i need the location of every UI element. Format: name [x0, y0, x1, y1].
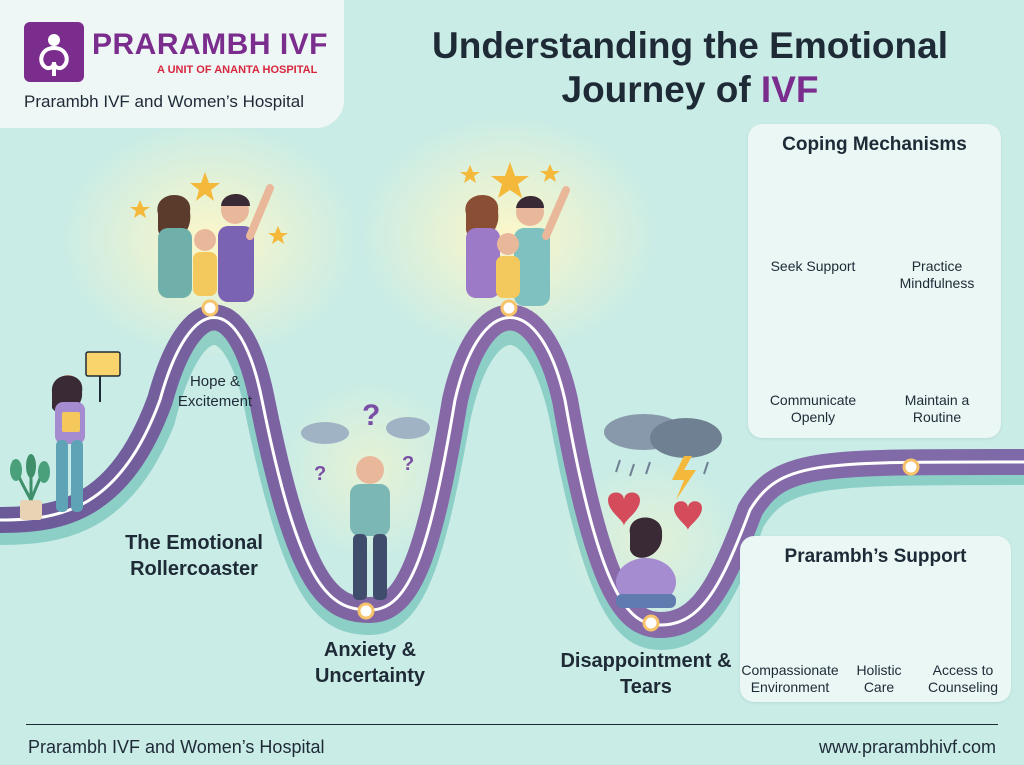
title-line-1: Understanding the Emotional — [432, 25, 948, 66]
track-node — [201, 299, 219, 317]
coping-title: Coping Mechanisms — [782, 134, 967, 155]
page-title: Understanding the Emotional Journey of I… — [370, 24, 1010, 112]
svg-text:?: ? — [362, 399, 380, 432]
coping-panel: Coping Mechanisms — [748, 124, 1001, 438]
title-line-2-prefix: Journey of — [561, 69, 761, 110]
brand-name: PRARAMBH IVF — [92, 28, 328, 61]
svg-text:?: ? — [402, 453, 414, 475]
stage-rollercoaster-label: The Emotional Rollercoaster — [125, 532, 263, 580]
coping-item-seek-support: Seek Support — [770, 258, 856, 274]
footer-hospital-name: Prarambh IVF and Women’s Hospital — [28, 737, 325, 757]
stage-anxiety-label: Anxiety & Uncertainty — [314, 639, 426, 687]
support-item-counseling: Access to Counseling — [927, 662, 999, 695]
crying-woman-icon — [616, 517, 676, 608]
logo-card: PRARAMBH IVF A UNIT OF ANANTA HOSPITAL P… — [0, 0, 344, 128]
footer-website-link[interactable]: www.prarambhivf.com — [818, 737, 996, 757]
title-highlight: IVF — [760, 69, 819, 110]
track-node — [902, 458, 920, 476]
coping-item-communicate: Communicate Openly — [769, 392, 857, 425]
logo-icon — [24, 22, 84, 82]
footer-divider — [26, 724, 998, 725]
stage-disappointment-label: Disappointment & Tears — [560, 650, 732, 698]
support-item-compassionate: Compassionate Environment — [741, 662, 839, 695]
storm-cloud-icon — [604, 414, 722, 500]
stage-hope-label: Hope & Excitement — [177, 373, 253, 410]
track-node — [357, 602, 375, 620]
woman-with-flag-icon — [51, 351, 121, 512]
happy-family-icon — [157, 184, 274, 302]
support-panel: Prarambh’s Support — [740, 536, 1011, 702]
coping-item-mindfulness: Practice Mindfulness — [899, 258, 975, 291]
stars-icon — [130, 162, 560, 244]
broken-heart-icon — [608, 492, 702, 530]
title-line-2: Journey of IVF — [370, 68, 1010, 112]
track-node — [500, 299, 518, 317]
support-title: Prarambh’s Support — [784, 546, 967, 567]
hospital-name: Prarambh IVF and Women’s Hospital — [24, 92, 304, 111]
svg-text:?: ? — [314, 463, 326, 485]
anxious-man-icon: ? ? ? — [301, 399, 430, 600]
brand-tagline: A UNIT OF ANANTA HOSPITAL — [157, 64, 318, 76]
celebrating-family-icon — [465, 186, 570, 306]
support-item-holistic: Holistic Care — [856, 662, 902, 695]
plant-icon — [10, 454, 50, 520]
track-node — [642, 614, 660, 632]
coping-item-routine: Maintain a Routine — [904, 392, 970, 425]
